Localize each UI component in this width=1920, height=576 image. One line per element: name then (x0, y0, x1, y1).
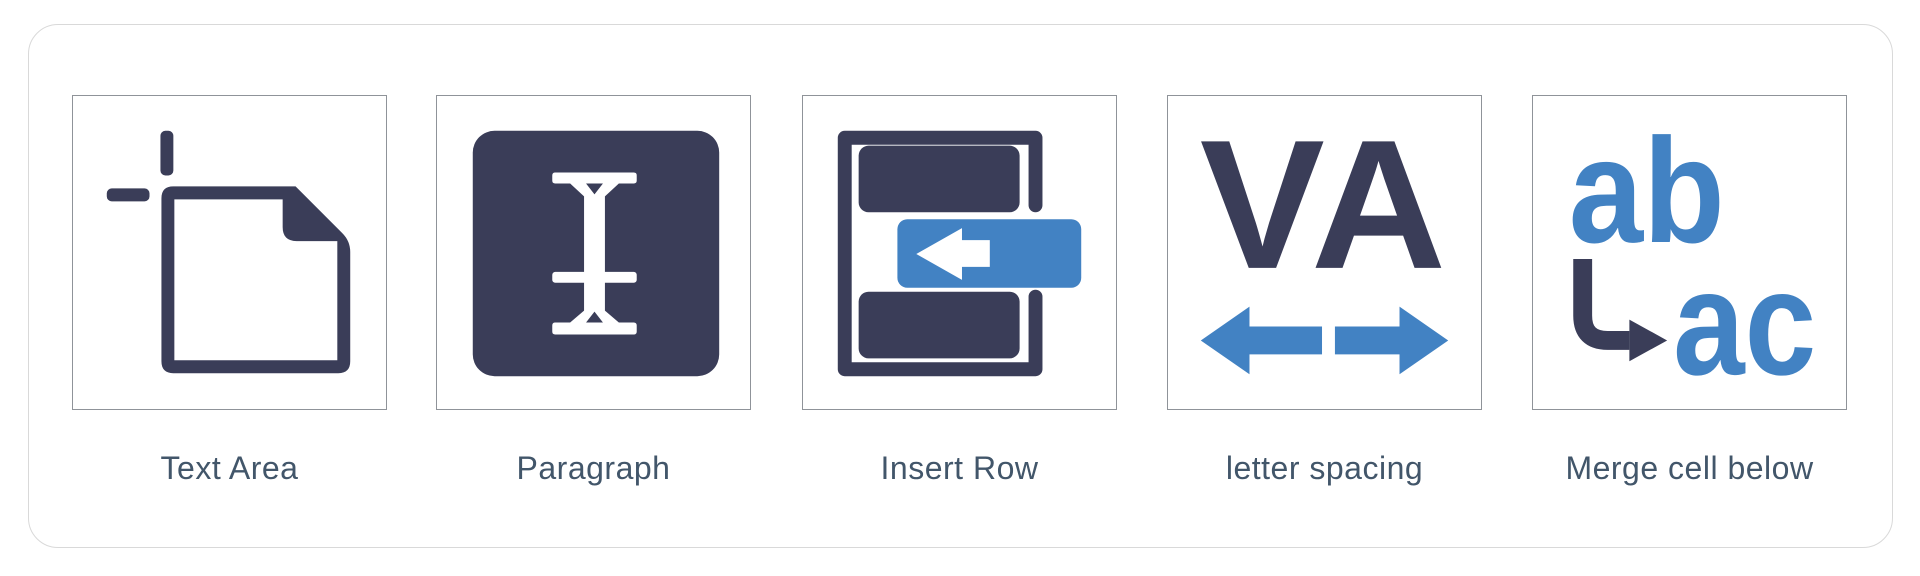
crop-mark-vertical (160, 130, 174, 176)
arrow-right-icon (1334, 306, 1449, 375)
table-row-bottom (858, 291, 1020, 359)
icon-label-text-area: Text Area (160, 450, 299, 486)
icon-tile-paragraph[interactable] (436, 95, 751, 410)
paragraph-icon (472, 130, 720, 377)
insert-row-icon (837, 130, 1082, 377)
ibeam-middle-crossbar (552, 271, 637, 283)
text-area-icon (106, 130, 351, 374)
icon-tile-insert-row[interactable] (802, 95, 1117, 410)
crop-mark-horizontal (106, 188, 150, 202)
page-with-folded-corner-shape (161, 186, 351, 374)
ibeam-bottom-notch (586, 311, 603, 323)
merge-cell-below-icon: ab ac (1569, 107, 1816, 406)
merge-elbow-arrow-stem (1573, 258, 1630, 350)
icon-label-paragraph: Paragraph (516, 450, 671, 486)
cell-text-top: ab (1569, 107, 1725, 274)
icon-tile-merge-cell-below[interactable]: ab ac (1532, 95, 1847, 410)
ibeam-cursor-shape (552, 172, 637, 335)
left-arrow-icon (916, 228, 990, 280)
table-outline (837, 130, 1043, 377)
icon-label-merge-cell-below: Merge cell below (1565, 450, 1814, 486)
table-row-top (858, 145, 1020, 213)
merge-elbow-arrow-head (1629, 319, 1668, 362)
icon-label-insert-row: Insert Row (880, 450, 1039, 486)
arrow-left-icon (1200, 306, 1323, 375)
va-sample-letters: VA (1200, 102, 1446, 307)
icon-tile-letter-spacing[interactable]: VA (1167, 95, 1482, 410)
ibeam-top-notch (586, 183, 603, 195)
icon-label-letter-spacing: letter spacing (1225, 450, 1424, 486)
icon-tile-text-area[interactable] (72, 95, 387, 410)
letter-spacing-icon: VA (1200, 102, 1449, 375)
cell-text-bottom: ac (1673, 239, 1816, 406)
